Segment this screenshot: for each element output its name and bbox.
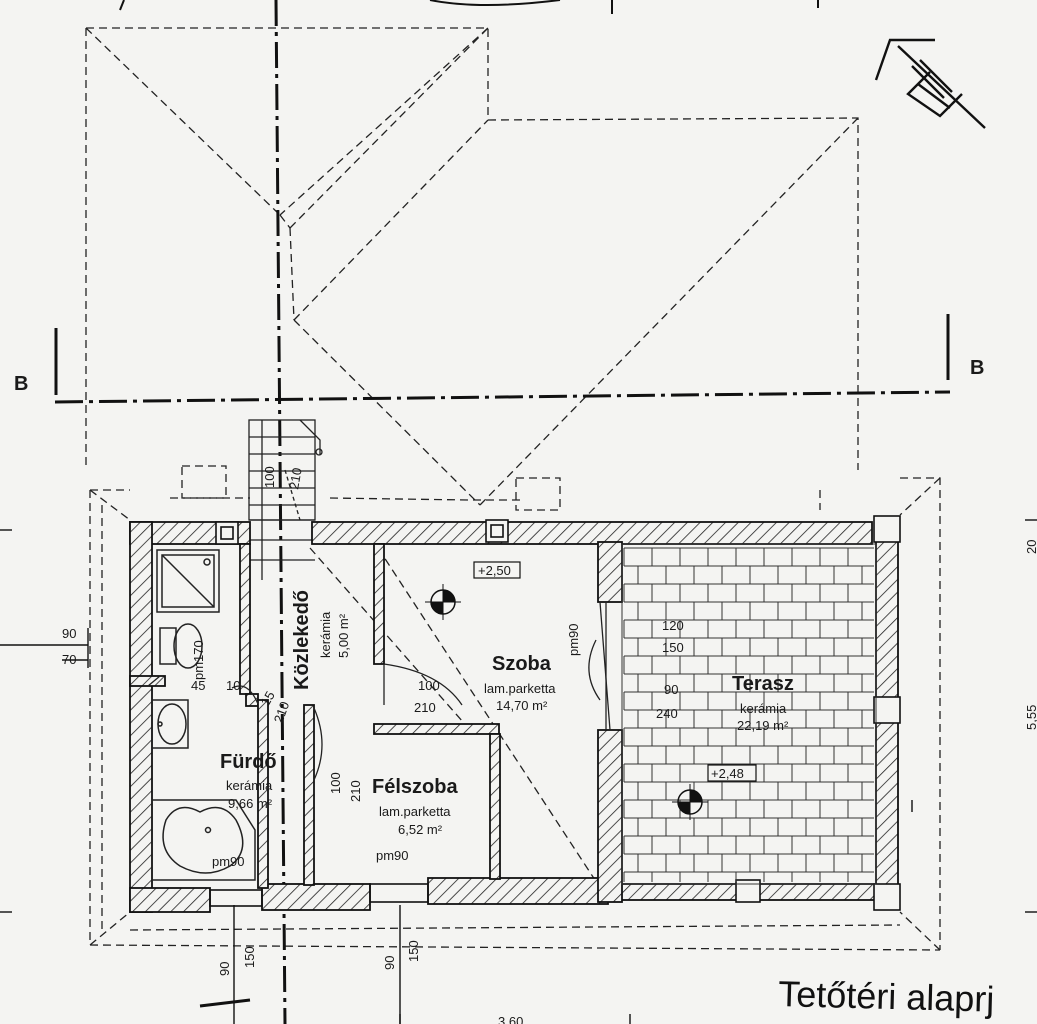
dim-terasz-90: 90 <box>664 682 678 697</box>
dim-hall-210: 210 <box>271 700 293 726</box>
dim-bottom-90b: 90 <box>382 956 397 970</box>
level-marker-terasz <box>672 784 708 820</box>
section-line-b <box>54 314 951 404</box>
level-terasz: +2,48 <box>711 766 744 781</box>
dim-bottom-150a: 150 <box>242 946 257 968</box>
north-arrow-icon <box>874 38 986 129</box>
staircase <box>248 419 323 580</box>
room-name-felszoba: Félszoba <box>372 776 458 798</box>
toilet-icon <box>159 623 203 669</box>
room-floor-felszoba: lam.parketta <box>379 804 451 819</box>
roof-outline <box>85 27 941 951</box>
shower-icon <box>156 549 220 613</box>
terrace-tiles <box>621 543 877 885</box>
doors <box>147 601 611 781</box>
room-floor-szoba: lam.parketta <box>484 681 556 696</box>
dim-szoba-100: 100 <box>418 678 440 693</box>
pm-wc: pm170 <box>191 640 206 680</box>
dim-left-70: 70 <box>62 652 76 667</box>
top-edge-marks <box>119 0 819 14</box>
room-name-furdo: Fürdő <box>220 751 277 773</box>
dim-stair-210: 210 <box>286 467 305 491</box>
section-mark-left: B <box>14 373 28 395</box>
dim-felszoba-100: 100 <box>328 772 343 794</box>
dim-left-90: 90 <box>62 626 76 641</box>
axis-line <box>274 0 287 1024</box>
dim-15: 15 <box>258 688 278 708</box>
room-floor-furdo: kerámia <box>226 778 273 793</box>
room-area-furdo: 9,66 m² <box>228 796 273 811</box>
dim-szoba-210: 210 <box>414 700 436 715</box>
dim-felszoba-210: 210 <box>348 780 363 802</box>
dim-terasz-150: 150 <box>662 640 684 655</box>
dim-right-20: 20 <box>1024 540 1037 554</box>
dim-stair-100: 100 <box>262 466 277 488</box>
bathtub-icon <box>151 799 256 881</box>
dim-bottom-150b: 150 <box>406 940 421 962</box>
plan-title: Tetőtéri alaprj <box>778 973 995 1020</box>
dim-terasz-120: 120 <box>662 618 684 633</box>
room-area-szoba: 14,70 m² <box>496 698 548 713</box>
level-marker-szoba <box>425 584 461 620</box>
pm-felszoba: pm90 <box>376 848 409 863</box>
wall-details <box>209 515 901 911</box>
room-floor-kozlekedo: kerámia <box>318 611 333 658</box>
room-floor-terasz: kerámia <box>740 701 787 716</box>
room-name-szoba: Szoba <box>492 653 552 675</box>
room-name-terasz: Terasz <box>732 673 794 695</box>
dim-45: 45 <box>191 678 205 693</box>
pm-furdo: pm90 <box>212 854 245 869</box>
dim-bottom-90a: 90 <box>217 962 232 976</box>
dimension-lines <box>0 519 1037 1024</box>
section-mark-right: B <box>970 357 984 379</box>
level-szoba: +2,50 <box>478 563 511 578</box>
dim-10: 10 <box>226 678 240 693</box>
sink-icon <box>151 699 189 749</box>
dim-szoba-pm90: pm90 <box>566 623 581 656</box>
dim-right-555: 5,55 <box>1024 705 1037 730</box>
dim-bottom-360: 3,60 <box>498 1014 523 1024</box>
room-area-kozlekedo: 5,00 m² <box>336 613 351 658</box>
room-area-terasz: 22,19 m² <box>737 718 789 733</box>
dim-terasz-240: 240 <box>656 706 678 721</box>
room-name-kozlekedo: Közlekedő <box>291 590 313 690</box>
room-area-felszoba: 6,52 m² <box>398 822 443 837</box>
